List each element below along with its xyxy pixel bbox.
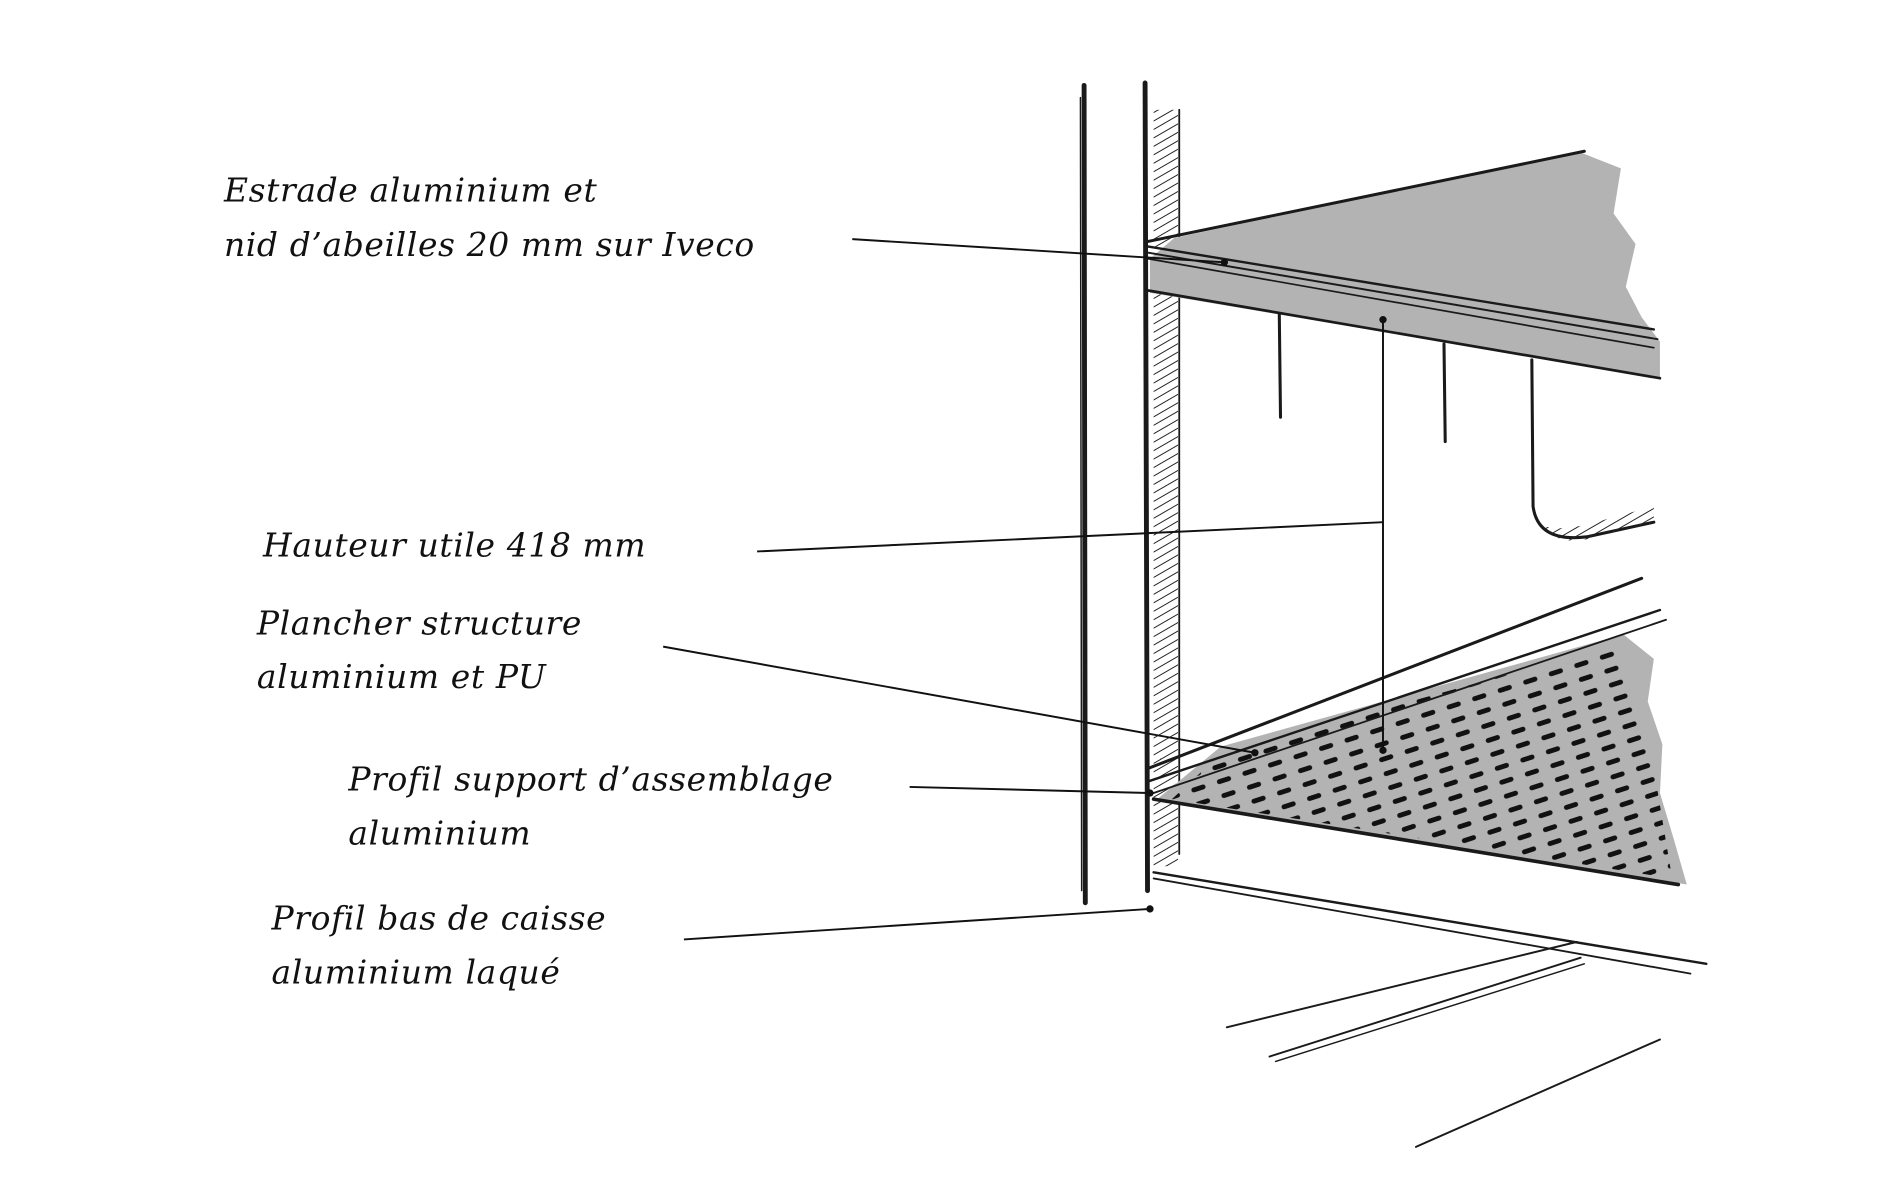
- outer-wall-line: [1079, 82, 1088, 906]
- label-profil-bas-line1: Profil bas de caisse: [271, 899, 607, 938]
- label-estrade-line1: Estrade aluminium et: [223, 170, 598, 209]
- label-plancher-line2: aluminium et PU: [257, 657, 547, 696]
- lower-profile-lines: [1152, 871, 1708, 1148]
- label-profil-support-line1: Profil support d’assemblage: [347, 760, 833, 799]
- leader-profil-support: [909, 785, 1154, 797]
- leader-plancher: [662, 645, 1259, 757]
- label-hauteur: Hauteur utile 418 mm: [262, 525, 646, 564]
- label-estrade-line2: nid d’abeilles 20 mm sur Iveco: [224, 225, 755, 264]
- side-wall: [1142, 80, 1181, 894]
- leader-estrade: [852, 238, 1229, 266]
- leader-profil-bas: [683, 905, 1154, 941]
- upper-deck-estrade: [1146, 149, 1662, 541]
- label-plancher-line1: Plancher structure: [256, 603, 582, 642]
- label-profil-bas-line2: aluminium laqué: [272, 952, 561, 991]
- leader-hauteur: [757, 315, 1387, 754]
- structural-floor: [1146, 576, 1687, 887]
- label-profil-support-line2: aluminium: [348, 813, 531, 852]
